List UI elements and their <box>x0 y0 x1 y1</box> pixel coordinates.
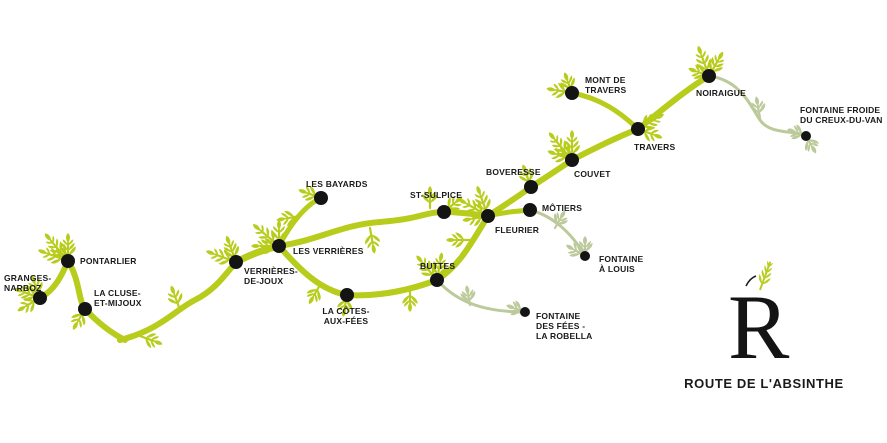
absinthe-leaf-icon <box>365 226 380 254</box>
town-label-fleurier: FLEURIER <box>495 225 539 235</box>
absinthe-leaf-icon <box>306 283 322 305</box>
absinthe-leaf-icon <box>276 210 302 226</box>
town-marker-buttes <box>430 273 444 287</box>
town-marker-stsulpice <box>437 205 451 219</box>
town-label-lesverrieres: LES VERRIÈRES <box>293 246 364 256</box>
town-marker-lacluse <box>78 302 92 316</box>
town-marker-pontarlier <box>61 254 75 268</box>
absinthe-leaf-icon <box>167 285 183 312</box>
town-marker-lacotesauxfees <box>340 288 354 302</box>
town-marker-lesverrieres <box>272 239 286 253</box>
town-label-verrieresdejoux: VERRIÈRES-DE-JOUX <box>244 266 298 286</box>
absinthe-leaf-icon <box>750 96 766 120</box>
town-marker-lesbayards <box>314 191 328 205</box>
town-label-boveresse: BOVERESSE <box>486 167 541 177</box>
absinthe-leaf-icon <box>138 333 163 348</box>
town-marker-motiers <box>523 203 537 217</box>
logo-letter-r: R <box>728 276 790 378</box>
fountain-marker-fontainefroide <box>801 131 811 141</box>
route-segment <box>344 277 440 299</box>
route-segment <box>117 259 239 343</box>
town-label-travers: TRAVERS <box>634 142 676 152</box>
town-marker-grangesnarboz <box>33 291 47 305</box>
route-segment <box>635 73 712 132</box>
town-label-pontarlier: PONTARLIER <box>80 256 137 266</box>
route-segment <box>569 90 641 132</box>
town-marker-fleurier <box>481 209 495 223</box>
town-label-buttes: BUTTES <box>420 261 455 271</box>
town-label-stsulpice: ST-SULPICE <box>410 190 462 200</box>
town-marker-travers <box>631 122 645 136</box>
fountain-marker-fontainedesfees <box>520 307 530 317</box>
absinthe-leaf-icon <box>402 288 418 312</box>
town-label-lesbayards: LES BAYARDS <box>306 179 368 189</box>
town-marker-couvet <box>565 153 579 167</box>
town-marker-boveresse <box>524 180 538 194</box>
route-segment <box>276 209 447 249</box>
town-label-grangesnarboz: GRANGES-NARBOZ <box>4 273 51 293</box>
town-label-couvet: COUVET <box>574 169 611 179</box>
absinthe-leaf-icon <box>474 185 491 218</box>
absinthe-leaf-icon <box>460 285 476 307</box>
absinthe-leaf-icon <box>70 307 87 330</box>
logo-leaf-icon <box>745 260 774 291</box>
absinthe-leaf-icon <box>553 210 568 230</box>
town-marker-montdetravers <box>565 86 579 100</box>
route-segment <box>276 243 350 298</box>
town-labels: GRANGES-NARBOZ PONTARLIER LA CLUSE-ET-MIJO… <box>4 75 883 341</box>
town-marker-noiraigue <box>702 69 716 83</box>
town-markers <box>33 69 811 317</box>
town-label-noiraigue: NOIRAIGUE <box>696 88 746 98</box>
town-label-lacotesauxfees: LA CÔTES-AUX-FÉES <box>322 305 369 326</box>
route-segment <box>569 126 641 163</box>
town-marker-verrieresdejoux <box>229 255 243 269</box>
route-segment <box>434 213 491 283</box>
route-logo: R ROUTE DE L'ABSINTHE <box>684 260 844 391</box>
logo-title: ROUTE DE L'ABSINTHE <box>684 376 844 391</box>
absinthe-leaf-icon <box>446 232 472 248</box>
absinthe-leaf-icon <box>60 233 76 263</box>
route-lines <box>37 73 808 343</box>
town-label-motiers: MÔTIERS <box>542 202 582 213</box>
absinthe-leaf-icon <box>506 300 527 316</box>
fountain-marker-fontainealouis <box>580 251 590 261</box>
absinthe-leaf-icon <box>422 186 438 210</box>
town-label-lacluse: LA CLUSE-ET-MIJOUX <box>94 288 142 308</box>
